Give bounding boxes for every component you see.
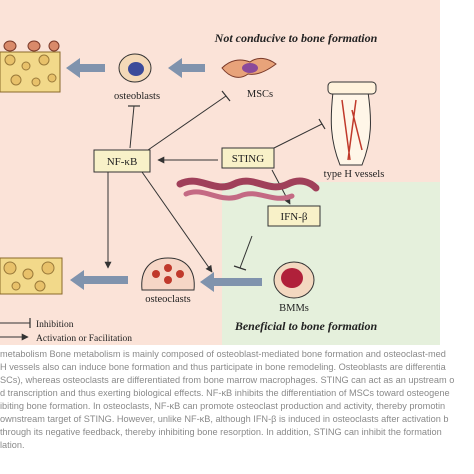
caption-line: metabolism Bone metabolism is mainly com… [0, 349, 446, 359]
inhibit-nfkb-osteoblasts [129, 105, 135, 149]
legend-activation: Activation or Facilitation [36, 334, 132, 344]
caption-line: ibiting bone formation. In osteoclasts, … [0, 401, 446, 411]
type-h-vessel-image [327, 81, 377, 166]
label-mscs: MSCs [247, 89, 273, 100]
bmm-cell-image [273, 261, 315, 299]
inhibit-sting-vessels [269, 123, 323, 151]
big-arrow-osteoblast-to-bone [66, 58, 105, 78]
bone-tissue-bottom-image [0, 257, 63, 295]
caption-line: lation. [0, 440, 25, 450]
caption-line: ownstream target of STING. However, unli… [0, 414, 449, 424]
inhibit-ifnb-osteoclasts [239, 235, 253, 269]
caption-line: H vessels also can induce bone formation… [0, 362, 446, 372]
inhibit-nfkb-mscs [147, 95, 227, 151]
legend: Inhibition Activation or Facilitation [0, 318, 132, 344]
label-type-h-vessels: type H vessels [324, 169, 385, 180]
title-beneficial: Beneficial to bone formation [234, 319, 378, 333]
caption-line: SCs), whereas osteoclasts are differenti… [0, 375, 455, 385]
bone-metabolism-diagram: Not conducive to bone formation Benefici… [0, 0, 440, 345]
node-sting-box [221, 147, 275, 169]
label-osteoblasts: osteoblasts [114, 91, 160, 102]
bone-tissue-top-image [0, 40, 61, 93]
node-nfkb-box [93, 149, 151, 173]
osteoclast-cell-image [141, 257, 195, 291]
msc-cell-image [221, 57, 277, 78]
label-osteoclasts: osteoclasts [145, 294, 191, 305]
legend-inhibition: Inhibition [36, 320, 74, 330]
caption-line: through its negative feedback, thereby i… [0, 427, 442, 437]
figure-caption: metabolism Bone metabolism is mainly com… [0, 348, 474, 474]
big-arrow-mscs-to-osteoblast [168, 58, 205, 78]
label-nfkb: NF-κB [107, 156, 138, 168]
label-bmms: BMMs [279, 303, 309, 314]
big-arrow-bmms-to-osteoclast [200, 272, 262, 292]
title-not-conducive: Not conducive to bone formation [214, 31, 378, 45]
big-arrow-osteoclast-to-bone [70, 270, 128, 290]
label-ifnb: IFN-β [281, 211, 308, 223]
sting-protein-image [176, 177, 320, 201]
node-ifnb-box [267, 205, 321, 227]
osteoblast-cell-image [118, 53, 152, 83]
caption-line: d transcription and thus exerting biolog… [0, 388, 450, 398]
bottom-right-band [222, 182, 440, 345]
label-sting: STING [232, 153, 264, 165]
arrow-nfkb-to-osteoclasts [141, 171, 213, 273]
